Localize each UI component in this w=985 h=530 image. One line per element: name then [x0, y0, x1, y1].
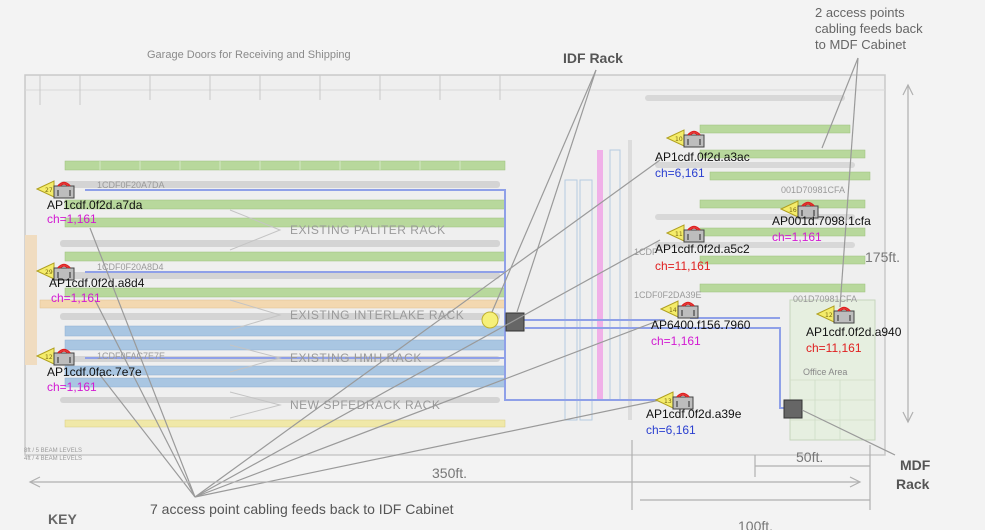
device-id-1cfa-top: 001D70981CFA	[781, 185, 846, 195]
dimension-100ft: 100ft.	[738, 518, 774, 530]
ap-tag: 13	[664, 398, 672, 405]
access-point-name: AP1cdf.0f2d.a3ac	[655, 150, 750, 164]
mdf-pointer-line	[801, 409, 896, 456]
access-point-channel: ch=11,161	[655, 259, 711, 273]
access-point-icon[interactable]: 11	[666, 222, 708, 244]
building-outline	[24, 74, 886, 456]
garage-doors-label: Garage Doors for Receiving and Shipping	[147, 49, 351, 61]
office-area-label: Office Area	[803, 367, 848, 377]
dimension-50ft: 50ft.	[796, 449, 824, 465]
aisle-bars-left	[60, 181, 500, 403]
mdf-note-pointer-lines	[821, 57, 859, 308]
left-wall-strip	[25, 235, 37, 365]
access-point-icon[interactable]: 12	[36, 345, 78, 367]
access-point-icon[interactable]: 12	[816, 303, 858, 325]
idf-rack-box	[505, 312, 525, 332]
access-point-channel: ch=1,161	[51, 291, 101, 305]
rack-ticks	[99, 161, 461, 170]
rack-rows-right	[699, 124, 871, 293]
access-point-name: AP1cdf.0f2d.a5c2	[655, 242, 750, 256]
ap-tag: 11	[675, 231, 683, 238]
device-id-a39e: 1CDF0F2DA39E	[634, 290, 702, 300]
access-point-icon[interactable]: 29	[36, 260, 78, 282]
idf-ap-note: 7 access point cabling feeds back to IDF…	[150, 501, 454, 517]
ap-tag: 27	[45, 187, 53, 194]
access-point-name: AP1cdf.0f2d.a39e	[646, 407, 742, 421]
magenta-conveyor	[597, 150, 603, 400]
access-point-icon[interactable]: 13	[655, 389, 697, 411]
access-point-channel: ch=1,161	[772, 230, 822, 244]
access-point-channel: ch=11,161	[806, 341, 862, 355]
access-point-icon[interactable]: 16	[780, 198, 822, 220]
mdf-note-line3: to MDF Cabinet	[815, 37, 907, 52]
access-point-name: AP1cdf.0f2d.a8d4	[49, 276, 145, 290]
dimension-350ft: 350ft.	[432, 465, 468, 481]
rack-rows-left	[39, 160, 506, 428]
access-point-channel: ch=1,161	[651, 334, 701, 348]
dimension-175ft: 175ft.	[865, 249, 901, 265]
key-label: KEY	[48, 511, 77, 527]
access-point-name: AP1cdf.0f2d.a7da	[47, 198, 143, 212]
access-point-channel: ch=6,161	[655, 166, 705, 180]
mdf-note-line2: cabling feeds back	[815, 21, 923, 36]
access-point-icon[interactable]: 27	[36, 178, 78, 200]
idf-pointer-lines	[491, 69, 597, 313]
cabling-idf	[85, 189, 665, 401]
rack-label-hmh: EXISTING HMH RACK	[290, 351, 422, 365]
mdf-rack-callout-line1: MDF	[900, 457, 931, 473]
rack-chevrons	[229, 209, 282, 419]
rack-label-spfedrack: NEW SPFEDRACK RACK	[290, 398, 441, 412]
ap-tag: 29	[45, 269, 53, 276]
access-point-name: AP1cdf.0f2d.a940	[806, 325, 902, 339]
rack-label-paliter: EXISTING PALITER RACK	[290, 223, 446, 237]
access-point-name: AP1cdf.0fac.7e7e	[47, 365, 142, 379]
ap-tag: 16	[789, 207, 797, 214]
ap-tag: 12	[825, 312, 833, 319]
mdf-rack-box	[783, 399, 803, 419]
office-grid	[790, 379, 875, 440]
ap-tag: 12	[45, 354, 53, 361]
idf-rack-callout: IDF Rack	[563, 50, 623, 66]
rack-label-interlake: EXISTING INTERLAKE RACK	[290, 308, 465, 322]
access-point-channel: ch=6,161	[646, 423, 696, 437]
legend-line1: 8ft / 5 BEAM LEVELS	[24, 448, 83, 454]
access-point-icon[interactable]: 14	[660, 298, 702, 320]
device-id-1cfa-bottom: 001D70981CFA	[793, 294, 858, 304]
office-area	[789, 299, 876, 441]
aisle-bars-right	[645, 95, 855, 248]
device-id-a7da: 1CDF0F20A7DA	[97, 180, 165, 190]
access-point-channel: ch=1,161	[47, 380, 97, 394]
device-id-a8d4: 1CDF0F20A8D4	[97, 262, 164, 272]
access-point-channel: ch=1,161	[47, 212, 97, 226]
access-point-name: AP001d.7098.1cfa	[772, 214, 871, 228]
mdf-note-line1: 2 access points	[815, 5, 905, 20]
device-id-a5c2: 1CDF	[634, 247, 658, 257]
garage-door-marks	[39, 75, 501, 105]
ap-tag: 10	[675, 136, 683, 143]
yellow-marker	[481, 311, 499, 329]
legend-line2: 4ft / 4 BEAM LEVELS	[24, 456, 83, 462]
mdf-rack-callout-line2: Rack	[896, 476, 930, 492]
access-point-icon[interactable]: 10	[666, 127, 708, 149]
ap-note-pointer-lines	[89, 159, 661, 498]
dimension-lines	[28, 83, 914, 510]
ap-tag: 14	[669, 307, 677, 314]
device-id-7e7e: 1CDF0FAC7E7E	[97, 351, 166, 361]
access-point-name: AP6400.f156.7960	[651, 318, 751, 332]
